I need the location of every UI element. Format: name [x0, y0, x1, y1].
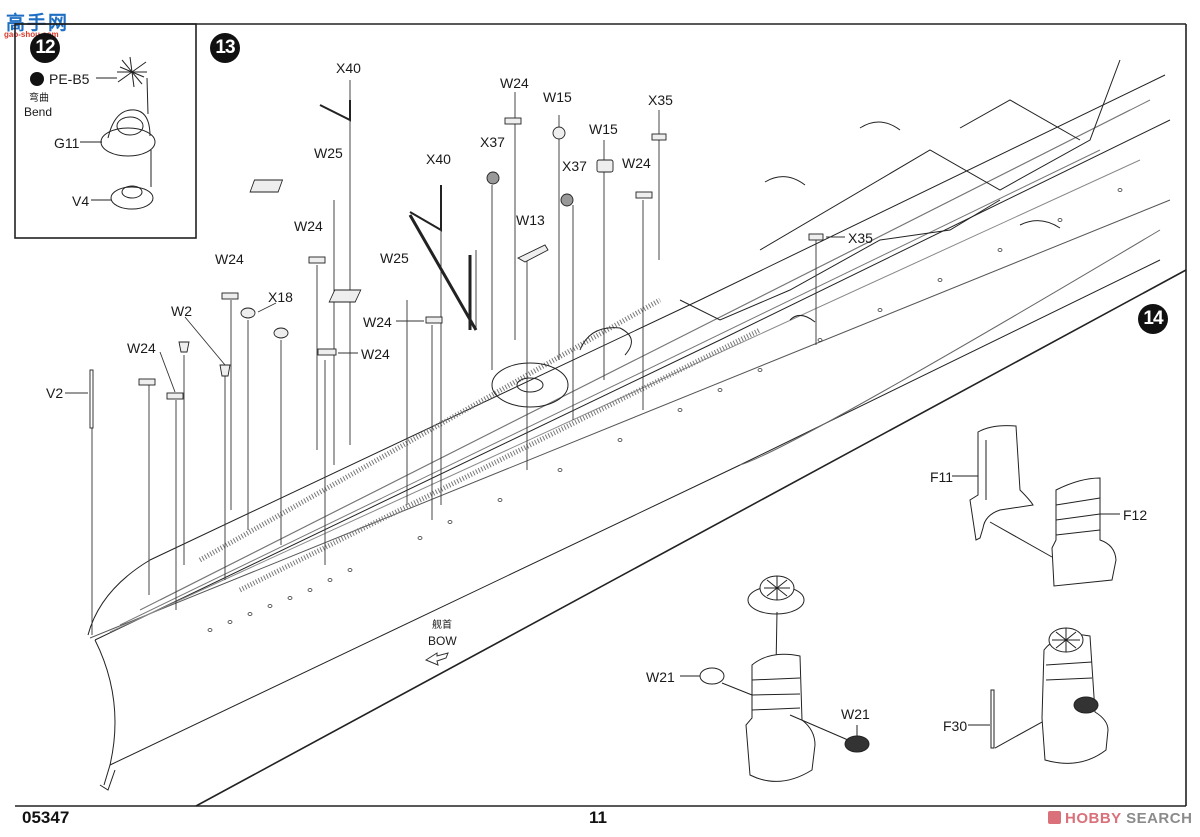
bend-icon [30, 72, 44, 86]
watermark-brand-b: SEARCH [1121, 810, 1193, 827]
part-label-x35-b: X35 [848, 230, 873, 246]
step-13-badge: 13 [210, 33, 240, 63]
bow-label-en: BOW [428, 634, 457, 648]
part-label-w2: W2 [171, 303, 192, 319]
part-label-f12: F12 [1123, 507, 1148, 523]
part-label-x37-b: X37 [562, 158, 587, 174]
bow-label-cn: 舰首 [432, 620, 452, 631]
part-label-f30: F30 [943, 718, 968, 734]
part-label-w24-d: W24 [361, 346, 390, 362]
watermark-brand-a: HOBBY [1065, 810, 1122, 827]
g11-part [100, 109, 156, 157]
w21-part-a [699, 667, 725, 685]
part-label-w25-a: W25 [314, 145, 343, 161]
part-label-w21-a: W21 [646, 669, 675, 685]
part-label-w24-c: W24 [363, 314, 392, 330]
part-label-w24-lower-left: W24 [127, 340, 156, 356]
part-label-w24-left-mid: W24 [294, 218, 323, 234]
step12-box [14, 23, 197, 239]
watermark-url: gao-shou.com [4, 30, 59, 39]
step-14-badge: 14 [1138, 304, 1168, 334]
part-label-g11: G11 [54, 135, 80, 151]
part-label-w13: W13 [516, 212, 545, 228]
funnel-assembled-part [1041, 627, 1109, 764]
part-label-w24-top: W24 [500, 75, 529, 91]
step-12-badge: 12 [30, 33, 60, 63]
hobby-search-logo-icon [1048, 811, 1061, 824]
part-label-w25-b: W25 [380, 250, 409, 266]
part-label-x37-a: X37 [480, 134, 505, 150]
part-label-w15-a: W15 [543, 89, 572, 105]
ship-hull [87, 59, 1171, 791]
product-code: 05347 [22, 808, 70, 827]
f12-part [1051, 477, 1117, 587]
pe-b5-part [117, 56, 147, 88]
part-label-x35-a: X35 [648, 92, 673, 108]
f11-part [969, 425, 1034, 541]
watermark-hobby-search: HOBBY SEARCH [1048, 810, 1192, 827]
f30-rod-part [990, 689, 995, 749]
part-label-v2: V2 [46, 385, 64, 401]
part-label-w15-b: W15 [589, 121, 618, 137]
v4-part [110, 185, 154, 210]
step-separator-line [195, 269, 1187, 807]
part-label-x40-a: X40 [336, 60, 361, 76]
part-label-f11: F11 [930, 469, 954, 485]
w21-part-b [844, 735, 870, 753]
bend-label-cn: 弯曲 [29, 93, 49, 104]
bend-label-en: Bend [24, 105, 53, 119]
part-label-w24-far-left: W24 [215, 251, 244, 267]
part-label-pe-b5: PE-B5 [49, 71, 90, 87]
part-label-x40-b: X40 [426, 151, 451, 167]
step13-parts [89, 100, 824, 429]
funnel-body-part [745, 653, 816, 782]
page-number: 11 [589, 808, 607, 827]
step12-parts [80, 56, 156, 210]
bow-arrow-shape [424, 652, 449, 666]
step13-leaders [65, 80, 845, 635]
part-label-v4: V4 [72, 193, 90, 209]
part-label-w24-mid-right: W24 [622, 155, 651, 171]
part-label-x18: X18 [268, 289, 293, 305]
funnel-cap-part [747, 575, 805, 615]
portholes [207, 188, 1123, 632]
part-label-w21-b: W21 [841, 706, 870, 722]
step14-parts [680, 425, 1120, 782]
